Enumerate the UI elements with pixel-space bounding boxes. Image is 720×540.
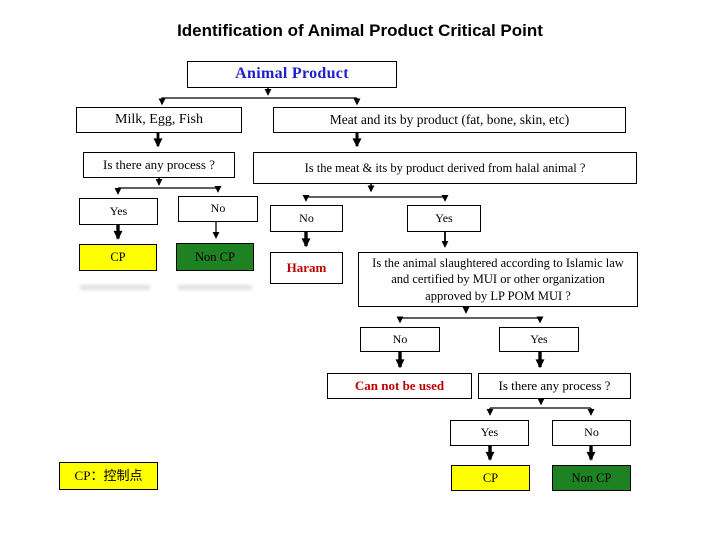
node-meat-byproduct: Meat and its by product (fat, bone, skin… xyxy=(273,107,626,133)
node-no-left: No xyxy=(178,196,258,222)
node-slaughter-question: Is the animal slaughtered according to I… xyxy=(358,252,638,307)
node-process-question-left: Is there any process ? xyxy=(83,152,235,178)
legend-cp-definition: CP：控制点 xyxy=(59,462,158,490)
node-animal-product-label: Animal Product xyxy=(235,65,349,83)
node-milk-egg-fish: Milk, Egg, Fish xyxy=(76,107,242,133)
node-haram: Haram xyxy=(270,252,343,284)
node-animal-product: Animal Product xyxy=(187,61,397,88)
ghost-shadow xyxy=(80,285,150,290)
page-title: Identification of Animal Product Critica… xyxy=(177,21,543,40)
node-yes-left: Yes xyxy=(79,198,158,225)
node-halal-question: Is the meat & its by product derived fro… xyxy=(253,152,637,184)
ghost-shadow xyxy=(178,285,252,290)
node-no-bottom: No xyxy=(552,420,631,446)
node-process-question-right: Is there any process ? xyxy=(478,373,631,399)
node-no-mid: No xyxy=(270,205,343,232)
node-cannot-be-used: Can not be used xyxy=(327,373,472,399)
node-yes-lower: Yes xyxy=(499,327,579,352)
node-cp-left: CP xyxy=(79,244,157,271)
node-noncp-left: Non CP xyxy=(176,243,254,271)
node-noncp-bottom: Non CP xyxy=(552,465,631,491)
node-yes-bottom: Yes xyxy=(450,420,529,446)
node-cp-bottom: CP xyxy=(451,465,530,491)
node-no-lower: No xyxy=(360,327,440,352)
node-yes-mid: Yes xyxy=(407,205,481,232)
